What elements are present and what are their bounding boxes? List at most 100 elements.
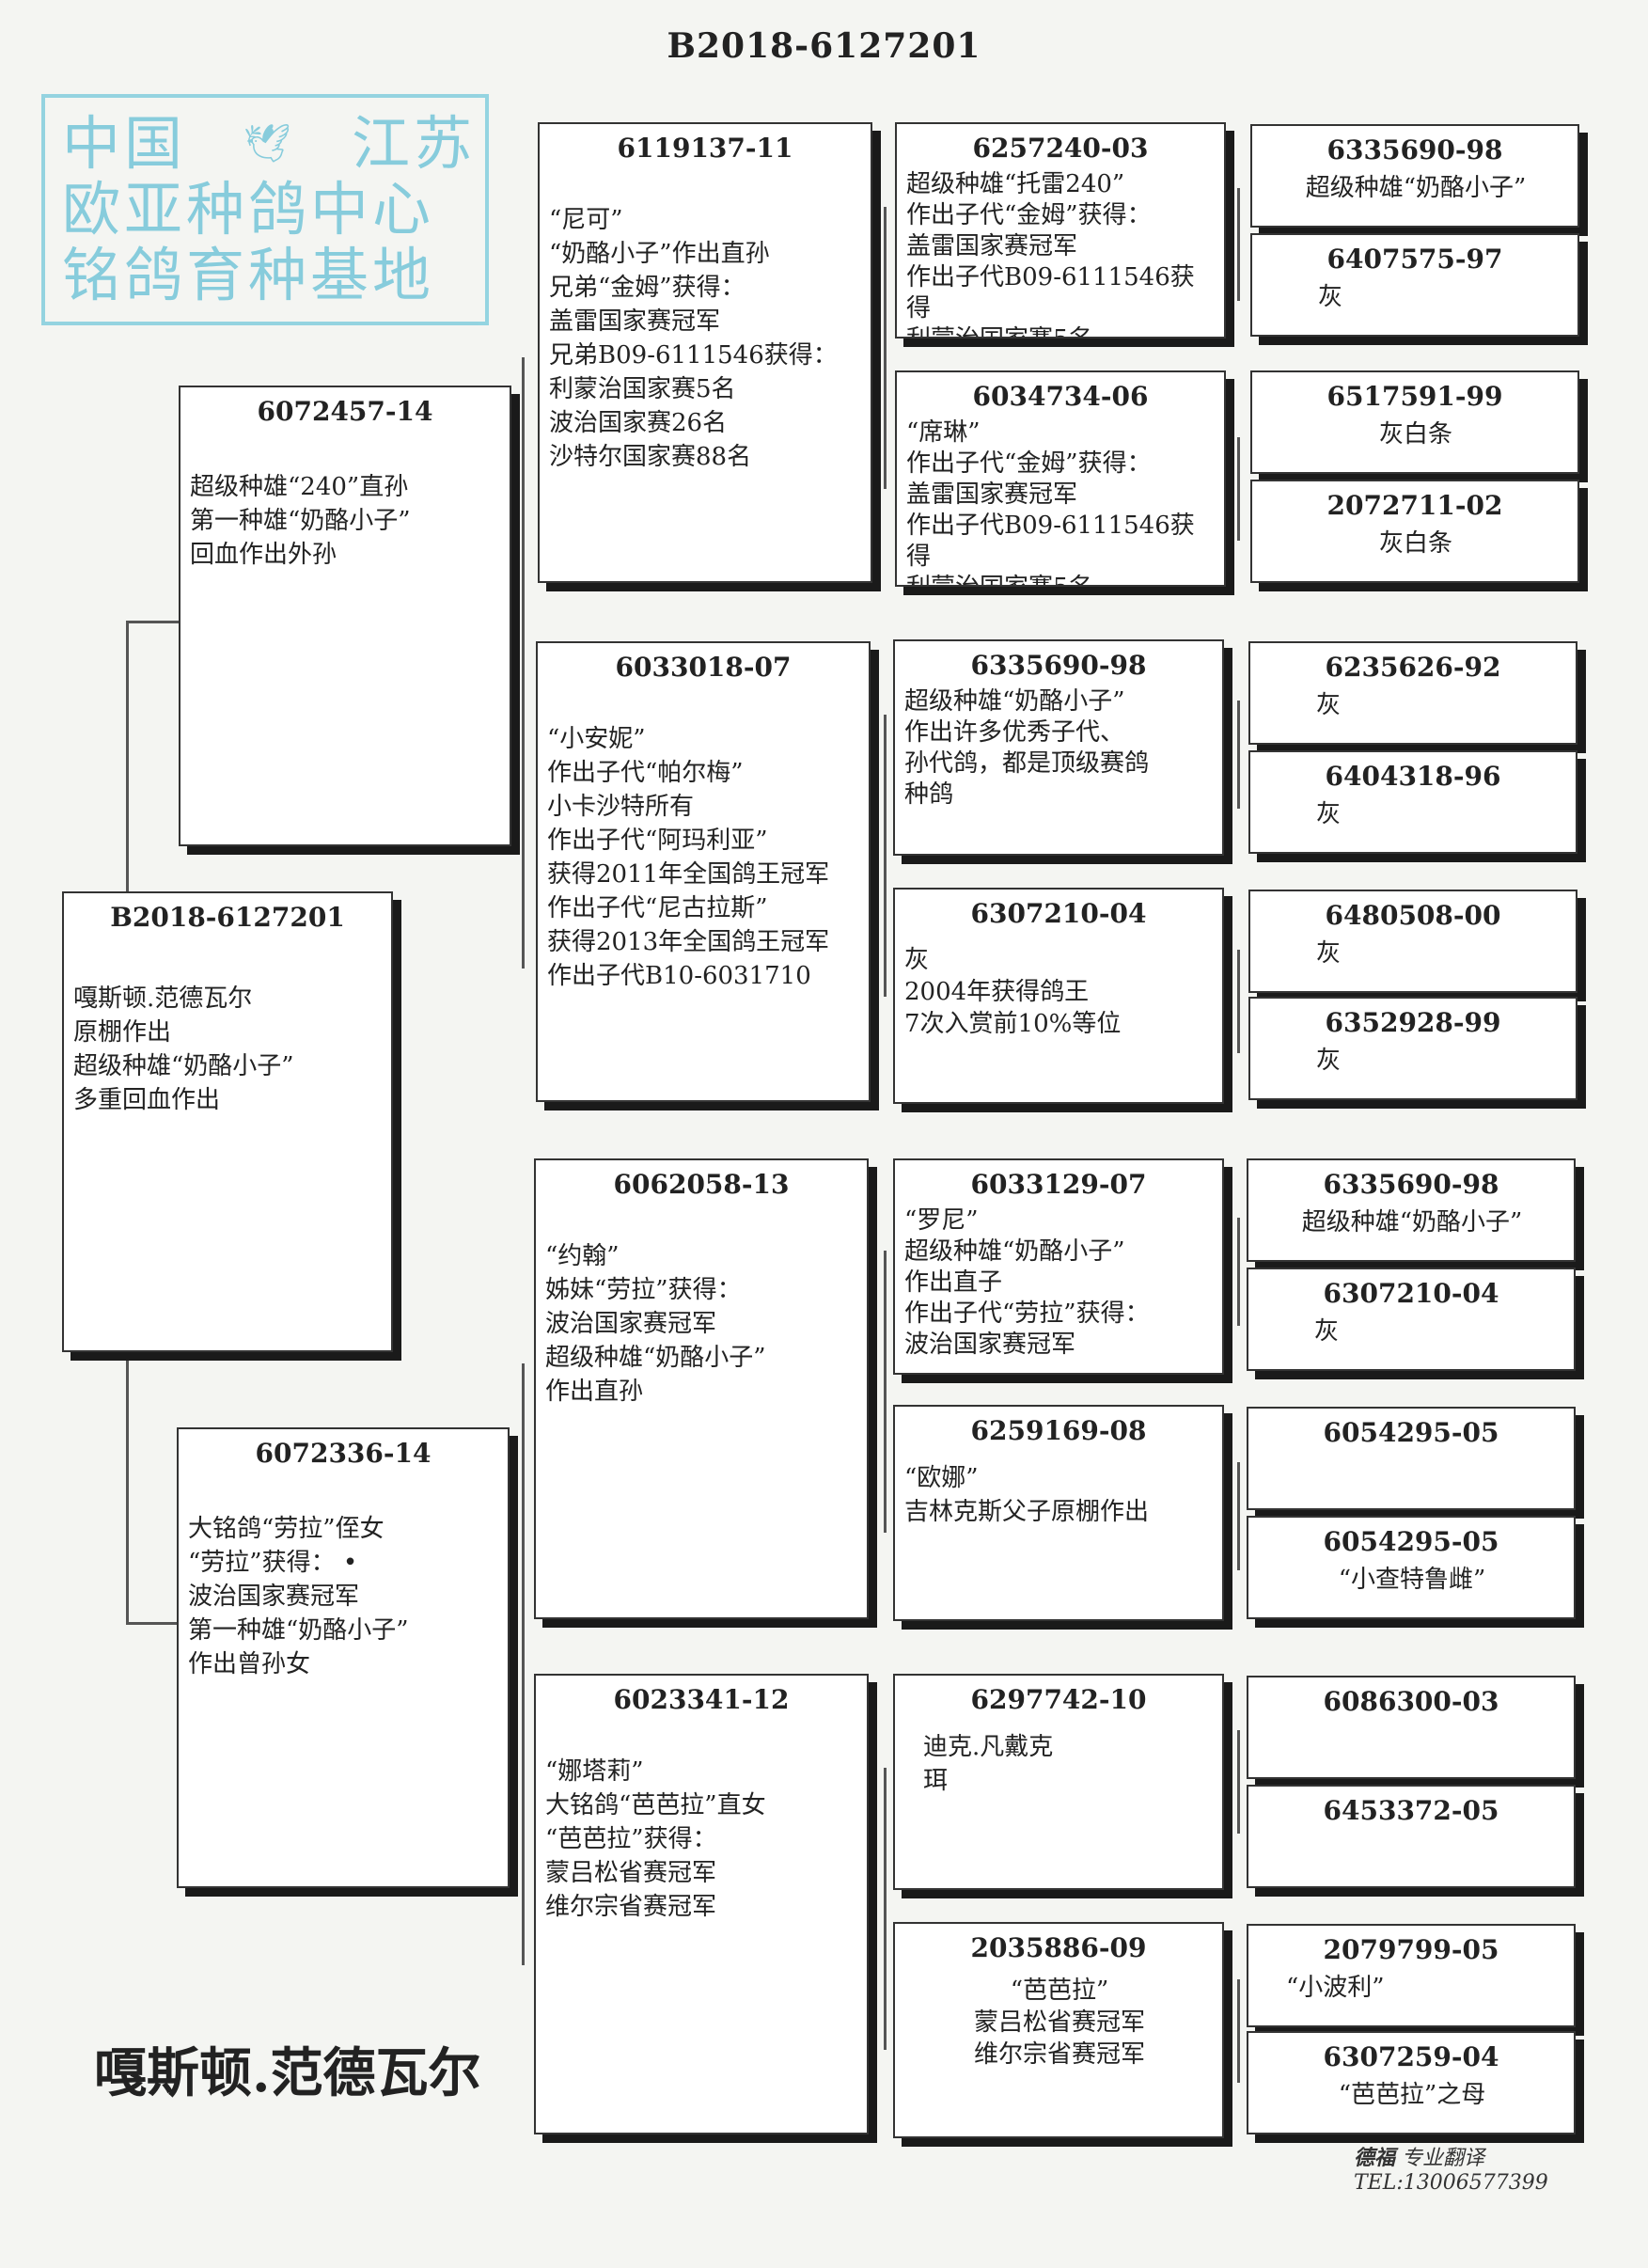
ring-number: 6307210-04 [1323,1278,1499,1309]
dam-card[interactable]: 6072336-14 大铭鸽“劳拉”侄女 “劳拉”获得： • 波治国家赛冠军 第… [177,1427,510,1888]
pedigree-card-g4-1[interactable]: 6257240-03 超级种雄“托雷240” 作出子代“金姆”获得： 盖雷国家赛… [895,122,1226,339]
pedigree-card-g5-1[interactable]: 6335690-98 超级种雄“奶酪小子” [1250,124,1579,228]
owner-name: 嘎斯顿.范德瓦尔 [94,2042,481,2104]
connector-g3-3 [884,1251,887,1533]
connector-g4-5 [1237,1218,1240,1326]
translator-footer: 德福 专业翻译 TEL:13006577399 [1354,2146,1548,2196]
pedigree-card-g5-12[interactable]: 6054295-05 “小查特鲁雌” [1247,1516,1576,1619]
ring-number: 6517591-99 [1326,381,1503,412]
ring-number: 6335690-98 [970,650,1147,681]
connector-g3-4 [884,1768,887,2050]
connector-subject-dam [126,1622,179,1625]
pedigree-card-g5-14[interactable]: 6453372-05 [1247,1785,1576,1888]
pedigree-card-g5-6[interactable]: 6404318-96 灰 [1248,750,1577,854]
page-title: B2018-6127201 [667,26,981,66]
ring-number: 6023341-12 [613,1684,790,1715]
ring-number: 6033129-07 [970,1169,1147,1200]
ring-number: 6335690-98 [1323,1169,1499,1200]
translator-phone: TEL:13006577399 [1354,2171,1548,2195]
ring-number: 6407575-97 [1326,244,1503,275]
sire-description: 超级种雄“240”直孙 第一种雄“奶酪小子” 回血作出外孙 [190,473,411,569]
pedigree-card-g4-8[interactable]: 2035886-09 “芭芭拉” 蒙吕松省赛冠军 维尔宗省赛冠军 [893,1922,1224,2138]
pedigree-card-g5-7[interactable]: 6480508-00 灰 [1248,890,1577,993]
pedigree-card-g5-4[interactable]: 2072711-02 灰白条 [1250,480,1579,583]
pedigree-card-g4-2[interactable]: 6034734-06 “席琳” 作出子代“金姆”获得： 盖雷国家赛冠军 作出子代… [895,370,1226,587]
pedigree-description: “尼可” “奶酪小子”作出直孙 兄弟“金姆”获得： 盖雷国家赛冠军 兄弟B09-… [549,206,838,471]
ring-number: 6034734-06 [972,381,1149,412]
translator-brand: 德福 [1354,2146,1396,2170]
ring-number: 6257240-03 [972,133,1149,164]
pedigree-card-g5-3[interactable]: 6517591-99 灰白条 [1250,370,1579,474]
ring-number: 6062058-13 [613,1169,790,1200]
pedigree-description: 灰白条 [1378,420,1452,449]
pedigree-description: “芭芭拉”之母 [1338,2081,1486,2109]
pedigree-description: “席琳” 作出子代“金姆”获得： 盖雷国家赛冠军 作出子代B09-6111546… [906,418,1195,585]
ring-number: 6307259-04 [1323,2041,1499,2072]
connector-subject-sire [126,621,179,623]
pedigree-card-g3-4[interactable]: 6023341-12 “娜塔莉” 大铭鸽“芭芭拉”直女 “芭芭拉”获得： 蒙吕松… [534,1674,869,2134]
breeder-stamp: 中国 🕊 江苏 欧亚种鸽中心 铭鸽育种基地 [41,94,489,325]
dam-description: 大铭鸽“劳拉”侄女 “劳拉”获得： • 波治国家赛冠军 第一种雄“奶酪小子” 作… [188,1515,409,1678]
pedigree-description: 超级种雄“奶酪小子” [1305,174,1527,202]
pedigree-card-g4-5[interactable]: 6033129-07 “罗尼” 超级种雄“奶酪小子” 作出直子 作出子代“劳拉”… [893,1158,1224,1375]
sire-card[interactable]: 6072457-14 超级种雄“240”直孙 第一种雄“奶酪小子” 回血作出外孙 [179,386,511,846]
pedigree-card-g4-7[interactable]: 6297742-10 迪克.凡戴克 珥 [893,1674,1224,1890]
pedigree-card-g5-8[interactable]: 6352928-99 灰 [1248,997,1577,1100]
pedigree-description: 灰 [1316,939,1342,968]
subject-description: 嘎斯顿.范德瓦尔 原棚作出 超级种雄“奶酪小子” 多重回血作出 [73,984,294,1114]
ring-number: 6307210-04 [970,898,1147,929]
ring-number: 6119137-11 [617,133,793,164]
pedigree-card-g3-2[interactable]: 6033018-07 “小安妮” 作出子代“帕尔梅” 小卡沙特所有 作出子代“阿… [536,641,871,1102]
ring-number: 6054295-05 [1323,1417,1499,1448]
pedigree-description: “芭芭拉” 蒙吕松省赛冠军 维尔宗省赛冠军 [973,1977,1145,2069]
pigeon-logo-icon: 🕊 [243,122,295,165]
subject-card[interactable]: B2018-6127201 嘎斯顿.范德瓦尔 原棚作出 超级种雄“奶酪小子” 多… [62,891,393,1352]
connector-g4-6 [1237,1462,1240,1570]
pedigree-description: 灰 [1316,800,1342,828]
pedigree-description: 灰 [1314,1317,1340,1346]
pedigree-card-g5-15[interactable]: 2079799-05 “小波利” [1247,1924,1576,2027]
pedigree-card-g3-1[interactable]: 6119137-11 “尼可” “奶酪小子”作出直孙 兄弟“金姆”获得： 盖雷国… [538,122,872,583]
pedigree-description: 灰 [1316,691,1342,719]
connector-g3-1 [884,207,887,489]
connector-g4-8 [1237,1979,1240,2083]
pedigree-card-g5-13[interactable]: 6086300-03 [1247,1676,1576,1779]
dam-ring-number: 6072336-14 [255,1438,432,1469]
ring-number: 6335690-98 [1326,134,1503,165]
pedigree-card-g4-6[interactable]: 6259169-08 “欧娜” 吉林克斯父子原棚作出 [893,1405,1224,1621]
ring-number: 6404318-96 [1325,761,1501,792]
pedigree-card-g5-11[interactable]: 6054295-05 [1247,1407,1576,1510]
pedigree-card-g4-3[interactable]: 6335690-98 超级种雄“奶酪小子” 作出许多优秀子代、 孙代鸽，都是顶级… [893,639,1224,856]
pedigree-card-g5-10[interactable]: 6307210-04 灰 [1247,1268,1576,1371]
ring-number: 2079799-05 [1323,1934,1499,1965]
pedigree-card-g3-3[interactable]: 6062058-13 “约翰” 姊妹“劳拉”获得： 波治国家赛冠军 超级种雄“奶… [534,1158,869,1619]
pedigree-description: 灰 2004年获得鸽王 7次入赏前10%等位 [904,946,1122,1038]
pedigree-card-g4-4[interactable]: 6307210-04 灰 2004年获得鸽王 7次入赏前10%等位 [893,888,1224,1104]
pedigree-card-g5-9[interactable]: 6335690-98 超级种雄“奶酪小子” [1247,1158,1576,1262]
ring-number: 6480508-00 [1325,900,1501,931]
pedigree-description: “娜塔莉” 大铭鸽“芭芭拉”直女 “芭芭拉”获得： 蒙吕松省赛冠军 维尔宗省赛冠… [545,1757,766,1921]
ring-number: 6235626-92 [1325,652,1501,683]
pedigree-card-g5-2[interactable]: 6407575-97 灰 [1250,233,1579,337]
connector-g4-3 [1237,701,1240,809]
connector-sire-vertical [522,357,525,969]
ring-number: 6054295-05 [1323,1526,1499,1557]
pedigree-description: 灰 [1316,1047,1342,1075]
ring-number: 2072711-02 [1326,490,1503,521]
pedigree-description: “约翰” 姊妹“劳拉”获得： 波治国家赛冠军 超级种雄“奶酪小子” 作出直孙 [545,1242,766,1406]
ring-number: 6297742-10 [970,1684,1147,1715]
connector-dam-vertical [522,1363,525,1965]
pedigree-card-g5-5[interactable]: 6235626-92 灰 [1248,641,1577,745]
connector-g4-7 [1237,1730,1240,1834]
pedigree-description: “欧娜” 吉林克斯父子原棚作出 [904,1464,1150,1526]
ring-number: 2035886-09 [970,1932,1147,1963]
pedigree-description: 灰 [1318,283,1343,311]
pedigree-card-g5-16[interactable]: 6307259-04 “芭芭拉”之母 [1247,2031,1576,2134]
connector-g4-1 [1237,188,1240,301]
pedigree-description: 超级种雄“托雷240” 作出子代“金姆”获得： 盖雷国家赛冠军 作出子代B09-… [906,170,1195,337]
pedigree-description: 超级种雄“奶酪小子” 作出许多优秀子代、 孙代鸽，都是顶级赛鸽 种鸽 [904,687,1150,809]
connector-g4-2 [1237,437,1240,541]
pedigree-description: “小波利” [1286,1974,1385,2002]
pedigree-description: 迪克.凡戴克 珥 [923,1733,1054,1795]
ring-number: 6259169-08 [970,1415,1147,1446]
